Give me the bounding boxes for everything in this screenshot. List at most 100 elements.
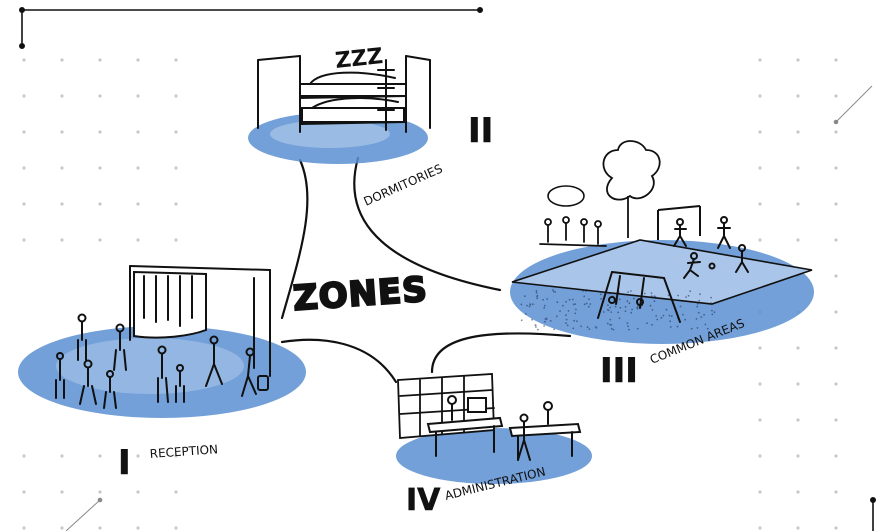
gravel-speck bbox=[610, 311, 613, 313]
gravel-speck bbox=[699, 293, 701, 296]
gravel-speck bbox=[582, 290, 584, 292]
gravel-speck bbox=[586, 326, 589, 329]
gravel-speck bbox=[531, 318, 533, 321]
gravel-speck bbox=[587, 305, 590, 308]
gravel-speck bbox=[545, 317, 548, 320]
grid-dot bbox=[834, 382, 838, 386]
grid-dot bbox=[796, 382, 800, 386]
grid-dot bbox=[796, 202, 800, 206]
gravel-speck bbox=[682, 313, 684, 316]
grid-dot bbox=[834, 490, 838, 494]
gravel-speck bbox=[602, 311, 605, 313]
gravel-speck bbox=[636, 327, 639, 330]
grid-dot bbox=[98, 58, 102, 62]
gravel-speck bbox=[631, 308, 633, 311]
grid-dot bbox=[834, 238, 838, 242]
gravel-speck bbox=[544, 320, 546, 323]
gravel-speck bbox=[566, 324, 569, 327]
gravel-speck bbox=[697, 311, 700, 314]
grid-dot bbox=[834, 58, 838, 62]
grid-dot bbox=[834, 274, 838, 278]
grid-dot bbox=[174, 166, 178, 170]
grid-dot bbox=[834, 202, 838, 206]
grid-dot bbox=[22, 202, 26, 206]
grid-dot bbox=[22, 94, 26, 98]
bunk-bed-icon bbox=[257, 55, 431, 133]
gravel-speck bbox=[669, 326, 672, 328]
gravel-texture bbox=[520, 289, 716, 331]
gravel-speck bbox=[700, 316, 703, 318]
grid-dot bbox=[796, 490, 800, 494]
grid-dot bbox=[98, 94, 102, 98]
grid-dot bbox=[796, 526, 800, 530]
gravel-speck bbox=[696, 327, 699, 329]
gravel-speck bbox=[553, 328, 555, 331]
gravel-speck bbox=[710, 302, 712, 304]
gravel-speck bbox=[649, 304, 652, 307]
gravel-speck bbox=[669, 320, 671, 323]
grid-dot bbox=[22, 238, 26, 242]
grid-dot bbox=[834, 310, 838, 314]
gravel-speck bbox=[559, 310, 561, 312]
people-walking-icon bbox=[55, 313, 269, 409]
gravel-speck bbox=[679, 305, 682, 308]
grid-dot bbox=[174, 526, 178, 530]
grid-dot bbox=[136, 130, 140, 134]
gravel-speck bbox=[535, 289, 538, 292]
grid-dot bbox=[98, 166, 102, 170]
grid-dot bbox=[22, 490, 26, 494]
grid-dot bbox=[796, 130, 800, 134]
gravel-speck bbox=[651, 323, 653, 326]
gravel-speck bbox=[690, 327, 693, 330]
grid-dot bbox=[758, 202, 762, 206]
desk-workers-icon bbox=[426, 395, 582, 461]
gravel-speck bbox=[543, 325, 545, 327]
grid-dot bbox=[98, 490, 102, 494]
gravel-speck bbox=[535, 291, 538, 294]
gravel-speck bbox=[597, 290, 599, 293]
grid-dot bbox=[22, 130, 26, 134]
grid-dot bbox=[758, 418, 762, 422]
gravel-speck bbox=[549, 320, 552, 322]
grid-dot bbox=[22, 454, 26, 458]
gravel-speck bbox=[543, 304, 546, 307]
gravel-speck bbox=[524, 295, 526, 298]
grid-dot bbox=[136, 238, 140, 242]
gravel-speck bbox=[535, 326, 537, 328]
gravel-speck bbox=[711, 309, 713, 312]
swing-set-icon bbox=[597, 271, 681, 323]
gravel-speck bbox=[580, 325, 582, 328]
grid-dot bbox=[22, 58, 26, 62]
grid-dot bbox=[60, 58, 64, 62]
diagram-title: ZONES bbox=[292, 270, 429, 319]
grid-dot bbox=[174, 58, 178, 62]
gravel-speck bbox=[606, 322, 609, 325]
grid-dot bbox=[796, 238, 800, 242]
sleep-zzz-text: ZZZ bbox=[334, 44, 384, 74]
gravel-speck bbox=[676, 325, 679, 328]
grid-dot bbox=[22, 526, 26, 530]
gravel-speck bbox=[565, 314, 567, 316]
gravel-speck bbox=[698, 299, 701, 302]
gravel-speck bbox=[589, 303, 592, 305]
grid-dot bbox=[60, 94, 64, 98]
grid-dot bbox=[136, 490, 140, 494]
grid-dot bbox=[136, 94, 140, 98]
gravel-speck bbox=[695, 318, 698, 320]
grid-dot bbox=[796, 346, 800, 350]
suitcase-icon bbox=[257, 375, 269, 391]
frame-corner-top-left bbox=[18, 7, 483, 49]
grid-dot bbox=[98, 202, 102, 206]
gravel-speck bbox=[653, 300, 656, 303]
gravel-speck bbox=[568, 298, 571, 301]
gravel-speck bbox=[607, 304, 609, 306]
gravel-speck bbox=[609, 323, 611, 326]
tree-icon bbox=[602, 140, 661, 238]
grid-dot bbox=[796, 454, 800, 458]
gravel-speck bbox=[556, 301, 559, 304]
gravel-speck bbox=[555, 315, 558, 318]
grid-dot bbox=[136, 454, 140, 458]
gravel-speck bbox=[567, 310, 570, 312]
grid-dot bbox=[60, 166, 64, 170]
